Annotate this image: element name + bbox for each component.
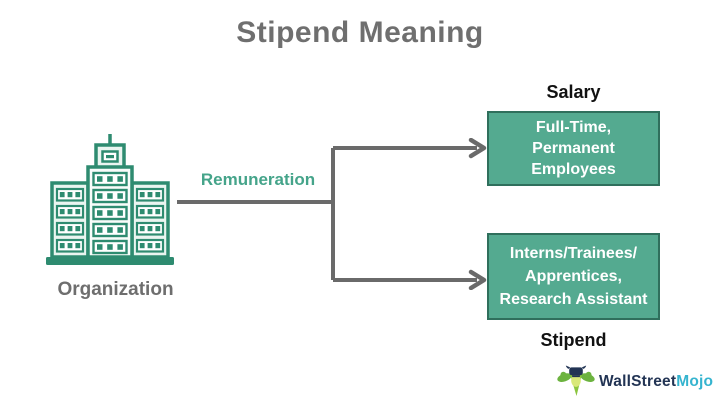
flow-connector: [177, 138, 487, 290]
salary-label: Salary: [546, 82, 601, 102]
building-icon: [46, 134, 174, 265]
remuneration-label: Remuneration: [200, 170, 316, 189]
salary-box: Full-Time, Permanent Employees: [487, 111, 660, 186]
salary-box-line: Full-Time,: [535, 119, 612, 136]
stipend-box-line: Research Assistant: [499, 291, 648, 308]
salary-box-line: Employees: [531, 161, 616, 178]
stipend-label: Stipend: [540, 330, 607, 350]
logo-text-primary: WallStreet: [599, 372, 677, 390]
wallstreetmojo-mascot-icon: [557, 365, 595, 397]
salary-box-line: Permanent: [532, 140, 615, 157]
wallstreetmojo-logo: WallStreetMojo: [556, 365, 713, 398]
stipend-box-line: Apprentices,: [525, 268, 622, 285]
page-title: Stipend Meaning: [236, 16, 484, 49]
arrowhead-bottom-icon: [468, 269, 487, 290]
organization-label: Organization: [57, 279, 174, 300]
logo-text-accent: Mojo: [676, 372, 714, 390]
stipend-box: Interns/Trainees/ Apprentices, Research …: [487, 233, 660, 320]
wallstreetmojo-wordmark: WallStreetMojo: [599, 373, 713, 391]
stipend-box-line: Interns/Trainees/: [509, 245, 638, 262]
arrowhead-top-icon: [468, 138, 487, 159]
